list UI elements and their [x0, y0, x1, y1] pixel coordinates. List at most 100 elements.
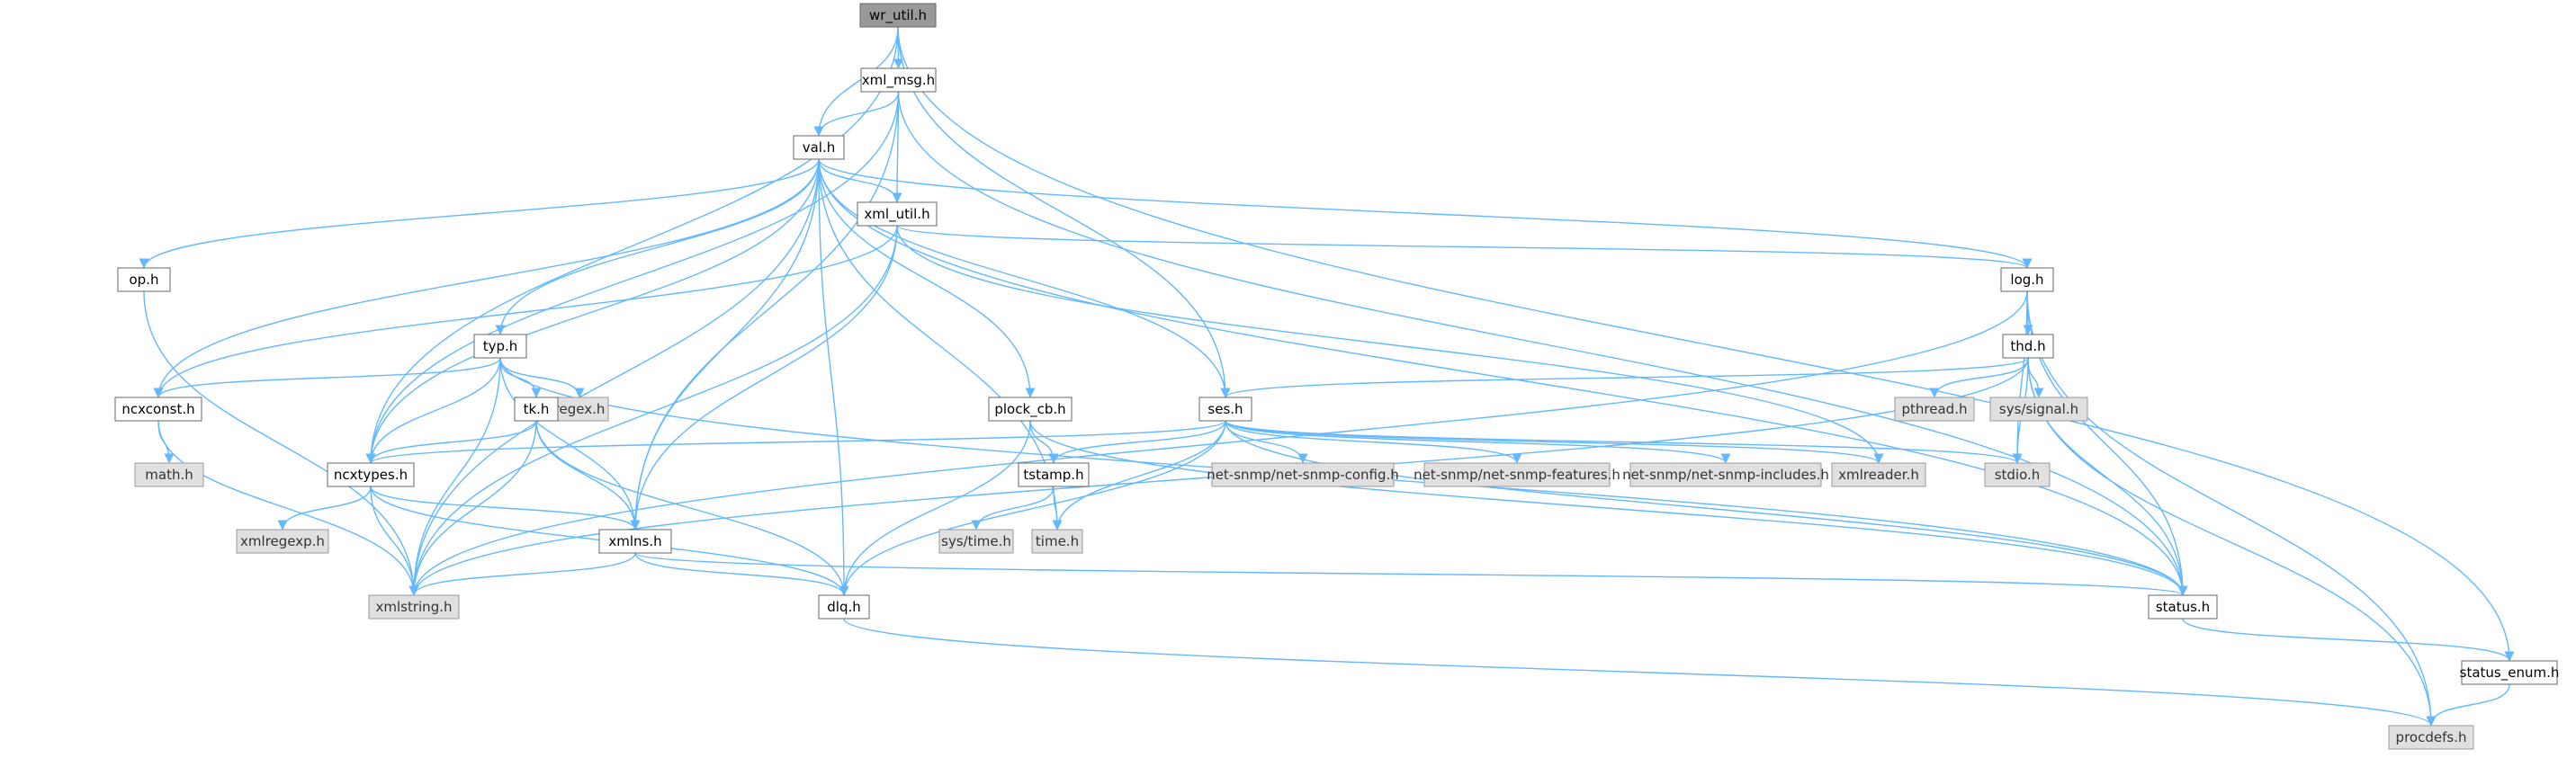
node-box	[327, 462, 415, 487]
edge-val-to-ses	[818, 158, 1231, 398]
edge-tk-to-dlq	[535, 420, 849, 596]
node-dlq[interactable]: dlq.h	[818, 594, 870, 620]
node-xmlstring[interactable]: xmlstring.h	[368, 594, 460, 620]
node-box	[2000, 267, 2054, 292]
node-pthread[interactable]: pthread.h	[1894, 397, 1975, 422]
edge-xml_msg-to-status	[897, 91, 2188, 596]
node-box	[1989, 397, 2088, 422]
edge-val-to-xmlns	[630, 158, 820, 531]
node-label: typ.h	[483, 338, 518, 354]
node-xmlreader[interactable]: xmlreader.h	[1831, 462, 1926, 487]
edge-val-to-time	[818, 158, 1063, 531]
edge-plock_cb-to-status	[1029, 420, 2188, 596]
edge-ses-to-nsfeatures	[1225, 420, 1522, 464]
node-tstamp[interactable]: tstamp.h	[1018, 462, 1090, 487]
node-label: ncxtypes.h	[334, 467, 408, 483]
node-ses[interactable]: ses.h	[1198, 397, 1252, 422]
node-box	[1984, 462, 2051, 487]
node-label: tstamp.h	[1023, 467, 1083, 483]
node-label: regex.h	[554, 401, 606, 417]
node-layer: wr_util.h xml_msg.h val.h xml_util.h op.h log…	[114, 3, 2560, 750]
edge-thd-to-ses	[1220, 357, 2029, 398]
node-box	[818, 594, 870, 620]
node-val[interactable]: val.h	[793, 135, 845, 160]
node-nsconfig[interactable]: net-snmp/net-snmp-config.h	[1207, 462, 1399, 487]
edge-ncxtypes-to-xmlns	[370, 486, 641, 531]
node-label: xmlreader.h	[1838, 467, 1919, 483]
edge-ncxconst-to-xmlstring	[157, 420, 419, 596]
node-log[interactable]: log.h	[2000, 267, 2054, 292]
node-box	[1423, 462, 1611, 487]
node-thd[interactable]: thd.h	[2002, 334, 2054, 359]
edge-xml_util-to-xmlstring	[408, 225, 898, 596]
edge-thd-to-pthread	[1929, 357, 2029, 398]
node-box	[1018, 462, 1090, 487]
edge-typ-to-ncxtypes	[365, 357, 501, 464]
node-ncxconst[interactable]: ncxconst.h	[114, 397, 202, 422]
edge-status-to-status_enum	[2182, 618, 2515, 662]
node-tk[interactable]: tk.h	[514, 397, 559, 422]
node-box	[1031, 529, 1083, 554]
node-status[interactable]: status.h	[2148, 594, 2218, 620]
node-label: stdio.h	[1995, 467, 2041, 483]
node-typ[interactable]: typ.h	[473, 334, 527, 359]
node-wr-util[interactable]: wr_util.h	[859, 3, 937, 28]
node-box	[793, 135, 845, 160]
node-plock-cb[interactable]: plock_cb.h	[988, 397, 1073, 422]
node-label: net-snmp/net-snmp-includes.h	[1622, 467, 1829, 483]
node-status-enum[interactable]: status_enum.h	[2460, 660, 2560, 685]
node-xmlns[interactable]: xmlns.h	[598, 529, 672, 554]
edge-ses-to-status	[1225, 420, 2188, 596]
node-regex[interactable]: regex.h	[550, 397, 609, 422]
node-box	[473, 334, 527, 359]
edge-ses-to-xmlreader	[1225, 420, 1884, 464]
node-stdio[interactable]: stdio.h	[1984, 462, 2051, 487]
node-math[interactable]: math.h	[134, 462, 204, 487]
node-xml-msg[interactable]: xml_msg.h	[860, 67, 937, 93]
edge-ses-to-time	[1052, 420, 1226, 531]
node-label: sys/time.h	[941, 533, 1011, 549]
node-systime[interactable]: sys/time.h	[938, 529, 1014, 554]
node-procdefs[interactable]: procdefs.h	[2388, 725, 2474, 750]
edge-log-to-xmlstring	[408, 290, 2028, 596]
node-label: sys/signal.h	[1999, 401, 2078, 417]
node-box	[114, 397, 202, 422]
edge-xml_util-to-log	[896, 225, 2033, 269]
node-label: status_enum.h	[2460, 664, 2560, 682]
edge-val-to-dlq	[818, 158, 849, 596]
node-box	[860, 67, 937, 93]
node-xmlregexp[interactable]: xmlregexp.h	[236, 529, 329, 554]
node-nsincludes[interactable]: net-snmp/net-snmp-includes.h	[1622, 462, 1829, 487]
edge-val-to-status	[818, 158, 2188, 596]
edge-log-to-stdio	[2012, 290, 2028, 464]
edge-layer	[139, 26, 2515, 727]
node-op[interactable]: op.h	[117, 267, 171, 292]
edge-wr_util-to-val	[813, 26, 899, 137]
edge-xml_util-to-xmlns	[630, 225, 898, 531]
edge-wr_util-to-status_enum	[897, 26, 2515, 662]
node-label: xml_util.h	[864, 206, 929, 223]
node-xml-util[interactable]: xml_util.h	[857, 201, 938, 227]
edge-tstamp-to-systime	[971, 486, 1055, 531]
edge-xmlns-to-dlq	[634, 552, 849, 596]
node-label: log.h	[2010, 272, 2043, 288]
edge-val-to-typ	[495, 158, 820, 335]
node-box	[1894, 397, 1975, 422]
edge-xmlns-to-status	[634, 552, 2187, 596]
node-box	[598, 529, 672, 554]
node-label: ncxconst.h	[121, 401, 194, 417]
node-box	[117, 267, 171, 292]
edge-wr_util-to-ncxtypes	[365, 26, 899, 464]
node-syssignal[interactable]: sys/signal.h	[1989, 397, 2088, 422]
edge-xml_msg-to-xmlns	[630, 91, 900, 531]
edge-thd-to-procdefs	[2027, 357, 2437, 727]
node-time[interactable]: time.h	[1031, 529, 1083, 554]
node-nsfeatures[interactable]: net-snmp/net-snmp-features.h	[1414, 462, 1620, 487]
node-ncxtypes[interactable]: ncxtypes.h	[327, 462, 415, 487]
node-box	[236, 529, 329, 554]
edge-tk-to-xmlns	[535, 420, 641, 531]
node-label: time.h	[1036, 533, 1079, 549]
edge-val-to-ncxconst	[153, 158, 820, 398]
node-box	[2388, 725, 2474, 750]
